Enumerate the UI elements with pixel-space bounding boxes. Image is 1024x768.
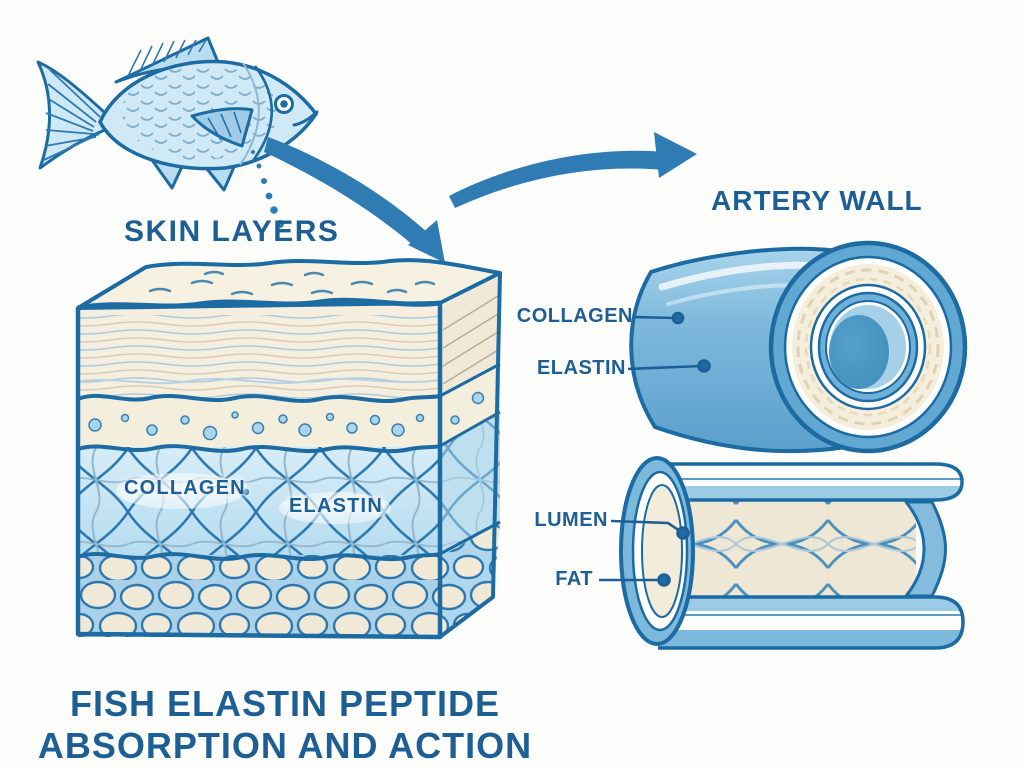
skin-top-dashes [148,270,436,296]
collagen-squiggle-1 [796,268,940,426]
artery-top-wall-fill [658,464,962,500]
artery-top-wall-outline [658,462,964,502]
fish-mouth [292,110,319,127]
fish-pectoral-fin [190,107,254,148]
arrowhead-down-icon [408,220,445,263]
artery-tube-cutaway [619,456,965,650]
fish-icon [36,36,319,192]
skin-collagen-label: COLLAGEN [124,477,246,499]
title-line-2: ABSORPTION AND ACTION [37,725,533,767]
skin-boundary-1 [77,393,441,404]
lumen-pointer-dot [676,526,690,540]
skin-epidermis-wave [77,377,441,385]
collagen-squiggle-2 [804,277,932,417]
skin-front-border [75,303,443,640]
fish-tail-stripes [43,69,101,161]
skin-epidermis-texture [78,315,440,401]
skin-side-fibers [440,391,500,637]
skin-side-lines [442,295,499,385]
skin-collagen-dot [242,488,250,496]
fish-eye-pupil [280,100,288,108]
collagen-pointer-dot [671,311,685,325]
infographic-canvas: FISH ELASTIN PEPTIDE ABSORPTION AND ACTI… [36,36,968,766]
callout-pointers [242,311,711,587]
artery-elastin-label: ELASTIN [536,357,626,379]
fish-gill-shadow [239,62,260,166]
elastin-pointer-dot [697,359,711,373]
artery-bottom-wall-outline [658,595,965,650]
collagen-pointer-line [633,315,677,320]
skin-side-boundary-2 [439,410,501,448]
elastin-pointer-line [627,364,703,371]
artery-tube-3d [629,240,968,454]
artery-bottom-wall-fill [658,597,963,648]
page-title: FISH ELASTIN PEPTIDE ABSORPTION AND ACTI… [0,683,570,768]
artery-collagen-label: COLLAGEN [516,305,633,327]
skin-section-heading: SKIN LAYERS [124,215,340,248]
fish-scales [122,64,278,160]
fish-gill-line [250,65,274,163]
skin-elastin-label: ELASTIN [289,495,383,517]
lumen-pointer-line [610,519,681,533]
label-glow [116,473,244,509]
arrow-to-skin [264,137,445,263]
skin-front-top-edge [77,297,441,311]
fat-pointer-dot [657,573,671,587]
diagram-artwork [36,36,968,650]
label-glow [279,492,391,524]
peptide-dotted-trail [251,150,284,228]
skin-side-border [438,272,502,639]
title-line-1: FISH ELASTIN PEPTIDE [69,683,501,724]
arrow-to-artery [449,132,697,208]
skin-side-boundary-3 [439,520,501,556]
artery-lumen-label: LUMEN [534,509,608,531]
skin-side-granular [440,366,500,447]
skin-block-3d [75,258,502,640]
artery-interior-fibers [660,498,916,599]
arrowhead-right-icon [654,132,697,178]
skin-boundary-3 [77,552,441,562]
skin-boundary-2 [77,444,441,454]
fish-dorsal-stripes [127,39,207,77]
artery-section-heading: ARTERY WALL [711,185,923,216]
skin-granular-bubbles [88,411,425,441]
fish-pectoral-stripes [207,111,242,141]
artery-cap-opening [641,484,683,618]
artery-lumen-opening [829,315,889,389]
fish-tail [36,60,107,170]
skin-fat-cells [78,555,440,637]
artery-fat-label: FAT [555,568,593,590]
skin-side-boundary-1 [439,362,501,398]
